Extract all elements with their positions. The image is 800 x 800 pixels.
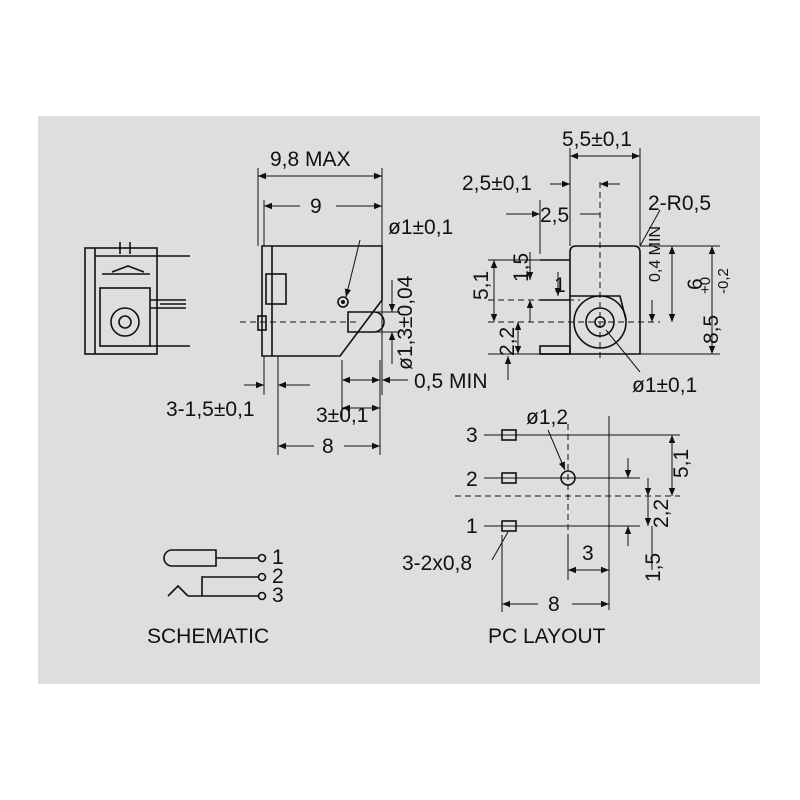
dim-6: 6 (684, 278, 707, 290)
schematic-pin-2: 2 (272, 565, 284, 588)
dim-0-4-min: 0,4 MIN (647, 226, 664, 282)
layout-slots: 3-2x0,8 (402, 552, 472, 575)
dim-8-5-plus: +0 (697, 277, 714, 294)
layout-dim-2-2: 2,2 (650, 499, 673, 528)
left-view (84, 242, 190, 355)
dim-hole-front: ø1±0,1 (632, 374, 697, 397)
dim-1-5: 1,5 (510, 253, 533, 282)
pin-2-label: 2 (466, 468, 478, 491)
pin-1-label: 1 (466, 515, 478, 538)
dim-5-1: 5,1 (470, 271, 493, 300)
layout-dim-1-5: 1,5 (642, 553, 665, 582)
dim-9-8-max: 9,8 MAX (270, 148, 351, 171)
pc-layout (455, 416, 680, 612)
schematic-pin-1: 1 (272, 546, 284, 569)
dim-9: 9 (310, 195, 322, 218)
dim-2-2: 2,2 (496, 327, 519, 356)
dim-2-5: 2,5 (540, 204, 569, 227)
dim-0-5-min: 0,5 MIN (414, 370, 488, 393)
layout-hole-dia: ø1,2 (526, 406, 568, 429)
caption-schematic: SCHEMATIC (147, 625, 269, 648)
dim-8-5-minus: -0,2 (715, 268, 732, 294)
schematic-pin-3: 3 (272, 584, 284, 607)
layout-dim-8: 8 (548, 593, 560, 616)
dim-pins-width: 3-1,5±0,1 (166, 398, 255, 421)
schematic-symbol (163, 549, 267, 601)
dim-8-side: 8 (322, 435, 334, 458)
dim-8-5: 8,5 (700, 315, 723, 344)
layout-dim-3: 3 (582, 542, 594, 565)
dim-2-5-tol: 2,5±0,1 (462, 172, 532, 195)
side-view (240, 168, 408, 455)
dim-hole-dia: ø1,3±0,04 (394, 275, 417, 370)
front-view (488, 148, 720, 380)
caption-pc-layout: PC LAYOUT (488, 625, 606, 648)
dim-r0-5: 2-R0,5 (648, 192, 711, 215)
layout-dim-5-1: 5,1 (670, 449, 693, 478)
dim-3: 3±0,1 (316, 404, 368, 427)
dim-hole-top: ø1±0,1 (388, 216, 453, 239)
pin-3-label: 3 (466, 424, 478, 447)
dim-1: 1 (554, 274, 566, 297)
dim-5-5: 5,5±0,1 (562, 128, 632, 151)
